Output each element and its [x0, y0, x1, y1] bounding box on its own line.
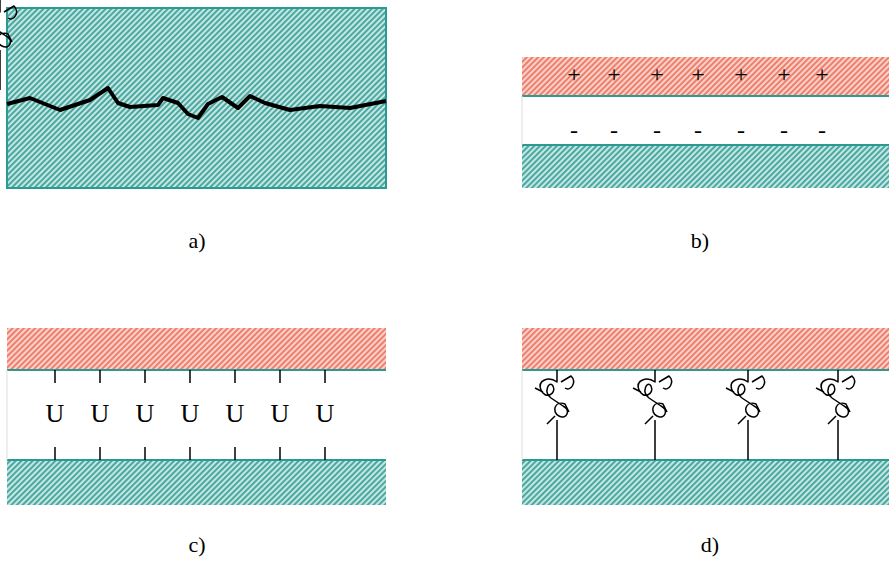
cracked-solid [7, 8, 386, 188]
bond-label: U [316, 401, 335, 427]
charge-sign: - [818, 118, 826, 142]
charge-sign: - [780, 118, 788, 142]
charge-sign: - [570, 118, 578, 142]
panel-label: c) [188, 534, 205, 556]
bond-label: U [46, 401, 65, 427]
panel-label: d) [701, 534, 719, 556]
bond-label: U [271, 401, 290, 427]
charged-interface [522, 57, 889, 188]
charge-sign: - [737, 118, 745, 142]
bond-label: U [91, 401, 110, 427]
polymer-interface [0, 0, 889, 505]
bonded-interface [7, 328, 386, 505]
charge-sign: + [607, 62, 621, 86]
bond-label: U [181, 401, 200, 427]
charge-sign: + [691, 62, 705, 86]
panel-label: b) [691, 230, 709, 252]
charge-sign: - [610, 118, 618, 142]
charge-sign: + [815, 62, 829, 86]
charge-sign: + [650, 62, 664, 86]
charge-sign: + [734, 62, 748, 86]
charge-sign: + [777, 62, 791, 86]
bond-label: U [226, 401, 245, 427]
bond-label: U [136, 401, 155, 427]
panel-label: a) [188, 230, 205, 252]
charge-sign: + [567, 62, 581, 86]
charge-sign: - [694, 118, 702, 142]
charge-sign: - [653, 118, 661, 142]
